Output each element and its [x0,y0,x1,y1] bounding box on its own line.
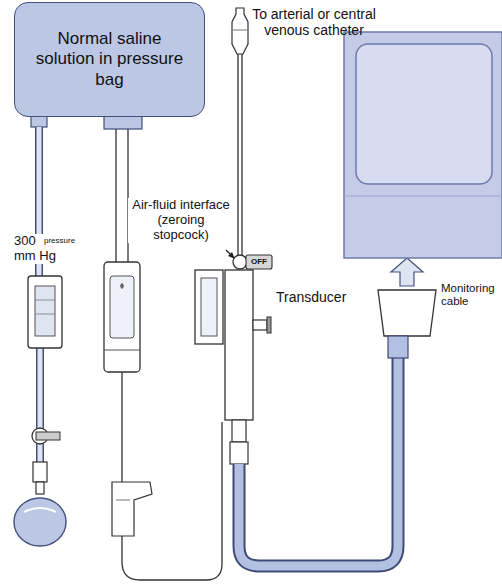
stopcock-handle-text: OFF [246,255,272,269]
drip-chamber [110,276,134,338]
bulb-valve [33,462,47,482]
monitoring-cable [239,356,398,566]
flush-tubing [115,129,116,262]
cable-connector [388,336,408,358]
zeroing-stopcock [233,255,272,269]
pressure-bag: Normal saline solution in pressure bag [14,2,205,117]
bulb-valve [36,482,44,494]
connection-arrow [391,258,423,286]
flush-tubing [122,372,222,580]
pressure-gauge [35,300,55,301]
transducer-label: Transducer [276,289,346,305]
drip-chamber [104,262,140,372]
transducer-body [230,442,248,464]
drip-chamber [104,262,140,372]
catheter-label: To arterial or central venous catheter [252,6,376,38]
pressure-gauge [35,314,55,315]
catheter-tubing [238,54,242,255]
transducer-body [232,420,246,442]
stopcock-label: Air-fluid interface (zeroing stopcock) [128,198,234,243]
monitor [344,32,502,258]
connection-arrow [391,258,423,286]
leader-arrow [226,250,235,259]
bulb-valve [36,432,60,440]
inflation-bulb [14,498,66,546]
roller-clamp [116,500,130,501]
pressure-gauge [35,286,55,336]
transducer-body [195,270,271,464]
gauge-mark: pressure [44,236,75,245]
transducer-body [201,278,217,336]
transducer-body [253,320,267,330]
inflation-bulb [14,498,66,546]
cable-connector [378,290,436,336]
bag-outlet [104,115,142,129]
catheter-connector [232,8,248,54]
cable-connector [378,290,436,358]
zeroing-stopcock [246,255,272,269]
catheter-connector [233,30,247,31]
pressure-gauge [28,276,62,348]
roller-clamp [112,482,152,536]
transducer-body [195,270,223,344]
bag-outlet [31,115,142,129]
pressure-gauge [28,276,62,348]
bulb-valve [32,428,60,494]
zeroing-stopcock [233,255,247,269]
catheter-connector [232,8,248,54]
cable-label: Monitoring cable [441,282,499,308]
bag-label: Normal saline solution in pressure bag [29,29,190,90]
drip-chamber [120,283,124,289]
catheter-tubing [238,54,242,255]
monitoring-cable [239,356,398,566]
monitor [344,196,502,197]
transducer-body [267,317,271,333]
drip-chamber [104,350,140,351]
transducer-body [225,270,253,420]
roller-clamp [112,482,152,536]
monitor [356,44,492,184]
monitor [344,32,502,258]
monitoring-cable [239,356,398,566]
inflation-bulb [24,508,56,512]
